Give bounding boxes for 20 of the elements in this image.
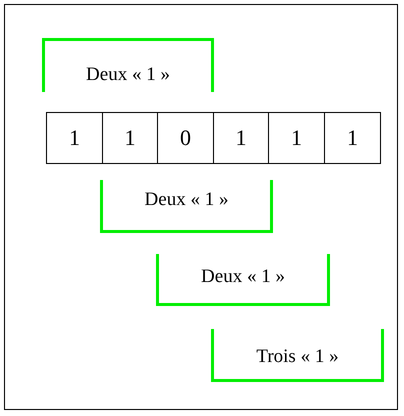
digit-cell bbox=[46, 112, 103, 164]
digit: 1 bbox=[69, 125, 80, 151]
bracket-label: Deux « 1 » bbox=[201, 266, 285, 287]
bracket bbox=[42, 38, 214, 92]
digit: 0 bbox=[180, 125, 191, 151]
digit-cell bbox=[157, 112, 214, 164]
bracket-label: Trois « 1 » bbox=[256, 346, 339, 367]
bracket-label: Deux « 1 » bbox=[86, 64, 170, 85]
bracket-label: Deux « 1 » bbox=[144, 189, 228, 210]
digit-cell bbox=[213, 112, 269, 164]
digit: 1 bbox=[347, 125, 358, 151]
digit-cell bbox=[102, 112, 158, 164]
digit: 1 bbox=[236, 125, 246, 151]
digit-cell bbox=[268, 112, 325, 164]
digit: 1 bbox=[291, 125, 302, 151]
bracket bbox=[156, 254, 330, 306]
digit: 1 bbox=[124, 125, 136, 151]
bracket bbox=[100, 180, 273, 233]
bracket bbox=[211, 329, 384, 382]
digit-cell bbox=[324, 112, 381, 164]
